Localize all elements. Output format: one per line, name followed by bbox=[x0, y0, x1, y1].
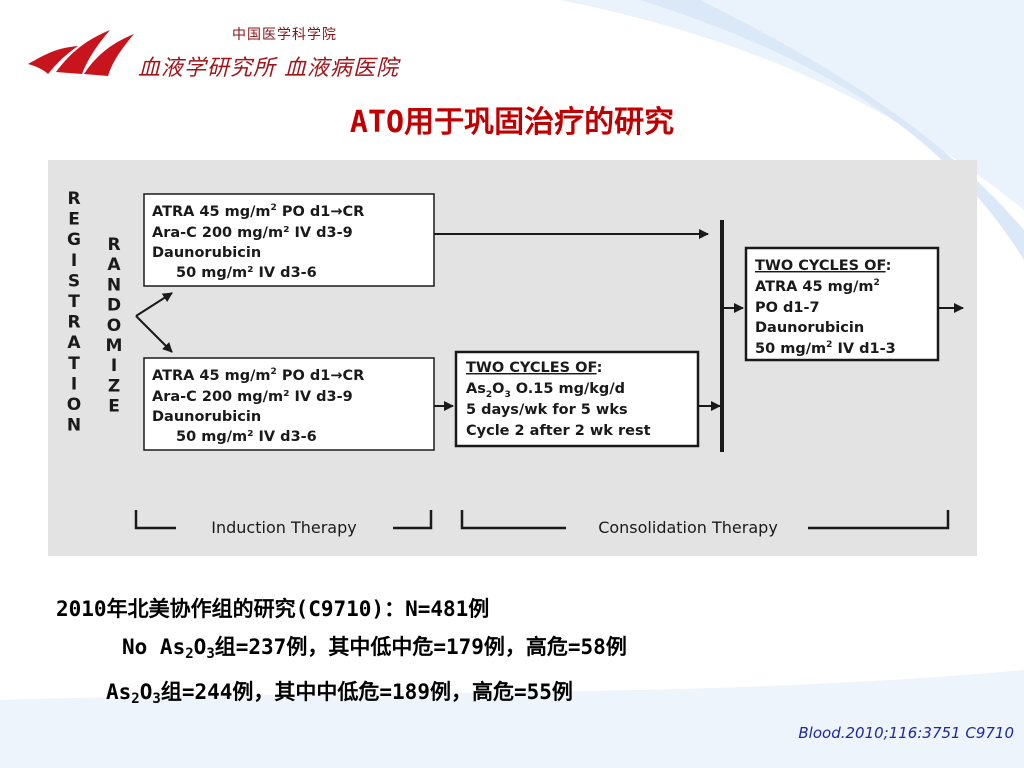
rand-letters-letter: A bbox=[107, 255, 121, 275]
arm2-dauno-line: Daunorubicin bbox=[152, 409, 261, 425]
reg-letters-letter: I bbox=[71, 374, 77, 394]
final-heading: TWO CYCLES OF: bbox=[755, 258, 891, 274]
rand-letters-letter: Z bbox=[108, 376, 120, 396]
induction-bracket bbox=[134, 510, 433, 530]
reg-letters-letter: A bbox=[67, 333, 81, 353]
arm1-atra-line: ATRA 45 mg/m2 PO d1→CR bbox=[152, 203, 364, 220]
rand-letters-letter: D bbox=[107, 296, 121, 316]
reg-letters-letter: R bbox=[67, 189, 80, 209]
arm1-arac-line: Ara-C 200 mg/m² IV d3-9 bbox=[152, 225, 353, 241]
reg-letters-letter: G bbox=[67, 230, 81, 250]
ato-dose-line: As2O3 O.15 mg/kg/d bbox=[466, 381, 625, 400]
arm2-induction-box: ATRA 45 mg/m2 PO d1→CR Ara-C 200 mg/m² I… bbox=[143, 357, 435, 451]
ato-heading: TWO CYCLES OF: bbox=[466, 360, 602, 376]
final-dauno-line: Daunorubicin bbox=[755, 320, 864, 336]
slide-title: ATO用于巩固治疗的研究 bbox=[349, 105, 675, 140]
rand-letters-letter: O bbox=[107, 316, 121, 336]
ato-consolidation-box: TWO CYCLES OF: As2O3 O.15 mg/kg/d 5 days… bbox=[454, 350, 700, 448]
split-arrow-lower bbox=[135, 315, 173, 353]
ato-schedule-line: 5 days/wk for 5 wks bbox=[466, 402, 628, 418]
notes-line-no-ato: No As2O3组=237例，其中低中危=179例，高危=58例 bbox=[122, 635, 627, 662]
reg-letters-letter: E bbox=[68, 210, 80, 230]
rand-letters-letter: R bbox=[107, 235, 120, 255]
rand-letters-letter: I bbox=[111, 356, 117, 376]
arm1-dauno-line: Daunorubicin bbox=[152, 245, 261, 261]
notes-line-total: 2010年北美协作组的研究(C9710)：N=481例 bbox=[56, 597, 490, 621]
reg-letters-letter: T bbox=[68, 354, 80, 374]
ato-cycle-line: Cycle 2 after 2 wk rest bbox=[466, 423, 651, 439]
study-notes: 2010年北美协作组的研究(C9710)：N=481例 No As2O3组=23… bbox=[56, 590, 627, 718]
final-po-line: PO d1-7 bbox=[755, 300, 820, 316]
reg-letters-letter: I bbox=[71, 251, 77, 271]
arm1-induction-box: ATRA 45 mg/m2 PO d1→CR Ara-C 200 mg/m² I… bbox=[143, 193, 435, 287]
reg-letters-letter: O bbox=[67, 395, 81, 415]
arm2-atra-line: ATRA 45 mg/m2 PO d1→CR bbox=[152, 367, 364, 384]
final-consolidation-box: TWO CYCLES OF: ATRA 45 mg/m2 PO d1-7 Dau… bbox=[744, 246, 940, 362]
institution-name-large: 血液学研究所 血液病医院 bbox=[138, 56, 399, 81]
induction-label: Induction Therapy bbox=[211, 518, 356, 537]
notes-line-ato: As2O3组=244例，其中中低危=189例，高危=55例 bbox=[106, 680, 573, 707]
arm2-arac-line: Ara-C 200 mg/m² IV d3-9 bbox=[152, 389, 353, 405]
rand-letters-letter: N bbox=[107, 275, 121, 295]
split-arrow-upper bbox=[135, 292, 173, 317]
final-atra-line: ATRA 45 mg/m2 bbox=[755, 278, 880, 295]
reg-letters-letter: T bbox=[68, 292, 80, 312]
reg-letters-letter: R bbox=[67, 313, 80, 333]
reg-letters-letter: S bbox=[68, 271, 80, 291]
rand-letters-letter: E bbox=[108, 397, 120, 417]
consolidation-bracket bbox=[460, 510, 950, 530]
arm1-dauno-dose: 50 mg/m² IV d3-6 bbox=[176, 265, 317, 281]
reg-letters-letter: N bbox=[67, 416, 81, 436]
institution-name-small: 中国医学科学院 bbox=[232, 27, 337, 43]
institute-logo bbox=[28, 30, 134, 76]
arm2-dauno-dose: 50 mg/m² IV d3-6 bbox=[176, 429, 317, 445]
citation: Blood.2010;116:3751 C9710 bbox=[798, 724, 1014, 742]
rand-letters-letter: M bbox=[106, 336, 123, 356]
consolidation-label: Consolidation Therapy bbox=[598, 518, 778, 537]
final-dauno-dose: 50 mg/m2 IV d1-3 bbox=[755, 340, 896, 357]
